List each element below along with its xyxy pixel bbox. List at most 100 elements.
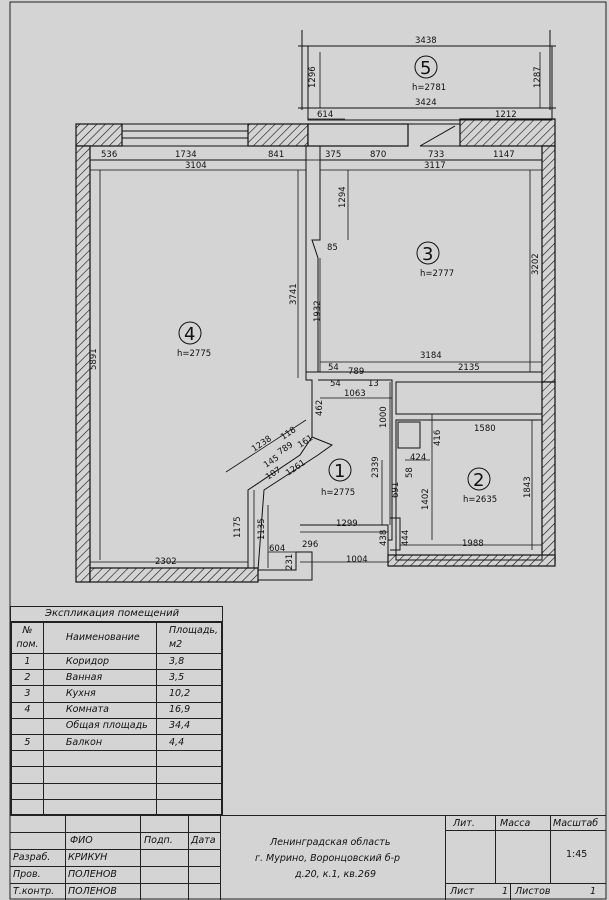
header-area: Площадь, м2 [156,622,222,654]
tb-address-2: г. Мурино, Воронцовский б-р [255,853,401,864]
tb-line [10,849,220,850]
tb-masshtab: Масштаб [553,818,599,829]
row-num: 3 [11,685,44,703]
dim-2135: 2135 [458,363,480,373]
row-area [156,766,222,784]
dim-5891: 5891 [89,348,99,370]
dim-1932: 1932 [313,300,323,322]
explication-table: Экспликация помещений № пом. Наименовани… [10,606,223,816]
room-height-1: h=2775 [321,488,355,498]
row-name [42,798,158,816]
header-num: № пом. [11,622,44,654]
row-name: Коридор [42,652,158,671]
dim-614: 614 [317,110,333,120]
tb-listov: 1 [590,886,597,897]
room-marker-2 [467,467,491,491]
dim-1294: 1294 [338,186,348,208]
dim-841: 841 [268,150,284,160]
dim-604: 604 [269,544,285,554]
room-number-1: 1 [334,461,345,482]
tb-list-label: Лист [450,886,475,897]
row-name: Ванная [42,669,158,687]
dim-1238: 1238 [250,434,274,454]
tb-razrab: КРИКУН [68,852,108,863]
row-area: 16,9 [156,701,222,719]
tb-line [445,815,446,900]
dim-2302: 2302 [155,557,177,567]
row-name [42,782,158,800]
dim-58: 58 [405,467,415,478]
row-name: Общая площадь [42,717,158,735]
room-number-3: 3 [422,244,433,265]
tb-massa: Масса [500,818,531,829]
row-num [11,766,44,784]
row-name: Балкон [42,733,158,752]
tb-line [140,815,141,900]
dim-1135: 1135 [257,518,267,540]
tb-lit: Лит. [453,818,475,829]
dim-3117: 3117 [424,161,446,171]
dim-1261: 1261 [284,458,308,478]
tb-listov-label: Листов [515,886,551,897]
room-height-2: h=2635 [463,495,497,505]
row-area: 34,4 [156,717,222,735]
room-marker-5 [414,55,438,79]
room-labels [178,55,491,491]
room-texts: 5 h=2781 3 h=2777 4 h=2775 1 h=2775 2 h=… [177,58,497,505]
tb-line [65,815,66,900]
dim-789: 789 [348,367,364,377]
dim-1063: 1063 [344,389,366,399]
tb-line [188,815,189,900]
dim-1299: 1299 [336,519,358,529]
dim-1287: 1287 [533,66,543,88]
table-row [11,766,222,784]
tb-address-1: Ленинградская область [270,837,391,848]
dim-789-b: 789 [276,440,295,457]
header-name: Наименование [42,622,158,654]
tb-data: Дата [191,835,216,846]
explication-title: Экспликация помещений [11,607,222,622]
row-name [42,766,158,784]
windows [122,123,460,147]
dim-2339: 2339 [371,456,381,478]
room-number-5: 5 [420,58,431,79]
dim-85: 85 [327,243,338,253]
row-num [11,782,44,800]
row-name: Комната [42,701,158,719]
room-height-5: h=2781 [412,83,446,93]
tb-fio: ФИО [70,835,93,846]
dim-375: 375 [325,150,341,160]
dim-444: 444 [401,530,411,546]
table-row [11,782,222,800]
row-num [11,750,44,768]
row-area: 3,5 [156,669,222,687]
dim-462: 462 [315,400,325,416]
row-area [156,782,222,800]
tb-tkontr: ПОЛЕНОВ [68,886,117,897]
dim-1000: 1000 [379,406,389,428]
tb-line [10,866,220,867]
dim-1843: 1843 [523,476,533,498]
dim-870: 870 [370,150,386,160]
dim-3104: 3104 [185,161,207,171]
table-row [11,798,222,816]
row-area: 3,8 [156,652,222,671]
dimension-labels: 3438 3424 1296 1287 614 1212 536 1734 84… [89,36,543,570]
dim-424: 424 [410,453,426,463]
tb-line [220,815,221,900]
dim-3424: 3424 [415,98,437,108]
tb-scale: 1:45 [566,849,588,860]
dim-3184: 3184 [420,351,442,361]
room-height-3: h=2777 [420,269,454,279]
room-number-2: 2 [473,470,484,491]
dim-54-a: 54 [328,363,339,373]
dimension-lines [90,45,550,568]
row-name: Кухня [42,685,158,703]
